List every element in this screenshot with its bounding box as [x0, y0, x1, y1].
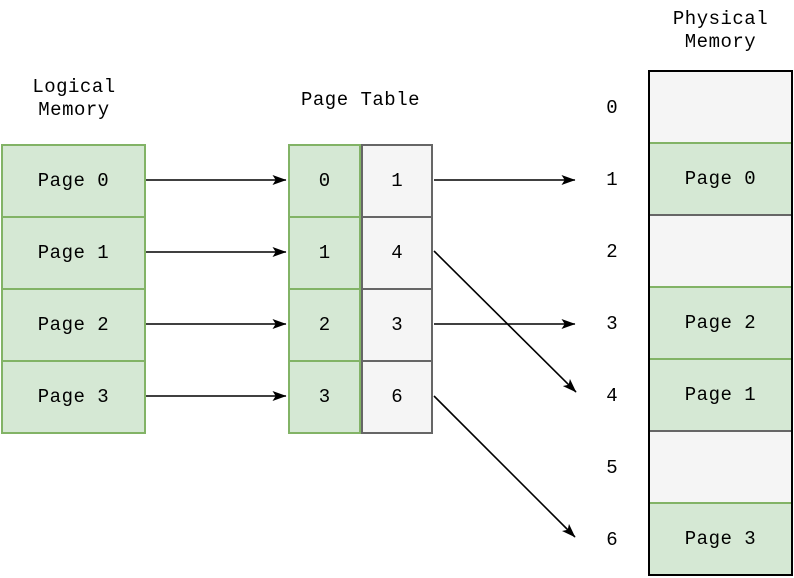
- frame-number-2: 2: [606, 241, 618, 263]
- physical-frame-1: Page 0: [650, 142, 791, 214]
- physical-frame-0: [650, 72, 791, 142]
- physical-frame-5: [650, 430, 791, 502]
- page-table-row2-frame: 3: [363, 288, 431, 360]
- page-table-row0-page: 0: [318, 170, 331, 192]
- logical-memory-title-line2: Memory: [38, 99, 110, 121]
- physical-memory-title-line2: Memory: [684, 31, 757, 53]
- frame-number-4: 4: [606, 385, 618, 407]
- logical-page-0: Page 0: [37, 170, 110, 192]
- frame-number-3: 3: [606, 313, 618, 335]
- page-table-title: Page Table: [300, 89, 421, 111]
- page-table-row3-page: 3: [290, 360, 359, 432]
- page-table-frame-column: 1 4 3 6: [361, 144, 433, 434]
- frame-number-0: 0: [606, 97, 618, 119]
- page-table-row3-frame: 6: [363, 360, 431, 432]
- physical-memory-column: Page 0 Page 2 Page 1 Page 3: [648, 70, 793, 576]
- arrow-table-row3-to-frame-6: [433, 395, 576, 538]
- page-table-row1-frame: 4: [363, 216, 431, 288]
- frame-number-6: 6: [606, 529, 618, 551]
- logical-page-2: Page 2: [3, 288, 144, 360]
- frame-number-5: 5: [606, 457, 618, 479]
- page-table-row1-page: 1: [290, 216, 359, 288]
- page-table-row2-page: 2: [290, 288, 359, 360]
- logical-memory-title: Logical Memory: [0, 76, 148, 122]
- physical-frame-3: Page 2: [650, 286, 791, 358]
- physical-memory-title: Physical Memory: [648, 8, 793, 54]
- logical-memory-title-line1: Logical: [32, 76, 116, 98]
- page-table-page-column: 0 1 2 3: [288, 144, 361, 434]
- logical-page-1: Page 1: [3, 216, 144, 288]
- logical-page-3: Page 3: [3, 360, 144, 432]
- physical-frame-2: [650, 214, 791, 286]
- frame-number-1: 1: [606, 169, 618, 191]
- page-table: 0 1 2 3 1 4 3 6: [288, 144, 433, 434]
- logical-memory-column: Page 0 Page 1 Page 2 Page 3: [1, 144, 146, 434]
- physical-frame-6: Page 3: [650, 502, 791, 574]
- arrow-table-row1-to-frame-4: [433, 250, 577, 393]
- physical-frame-4: Page 1: [650, 358, 791, 430]
- physical-memory-title-line1: Physical: [672, 8, 769, 30]
- page-table-row0-frame: 1: [391, 170, 403, 192]
